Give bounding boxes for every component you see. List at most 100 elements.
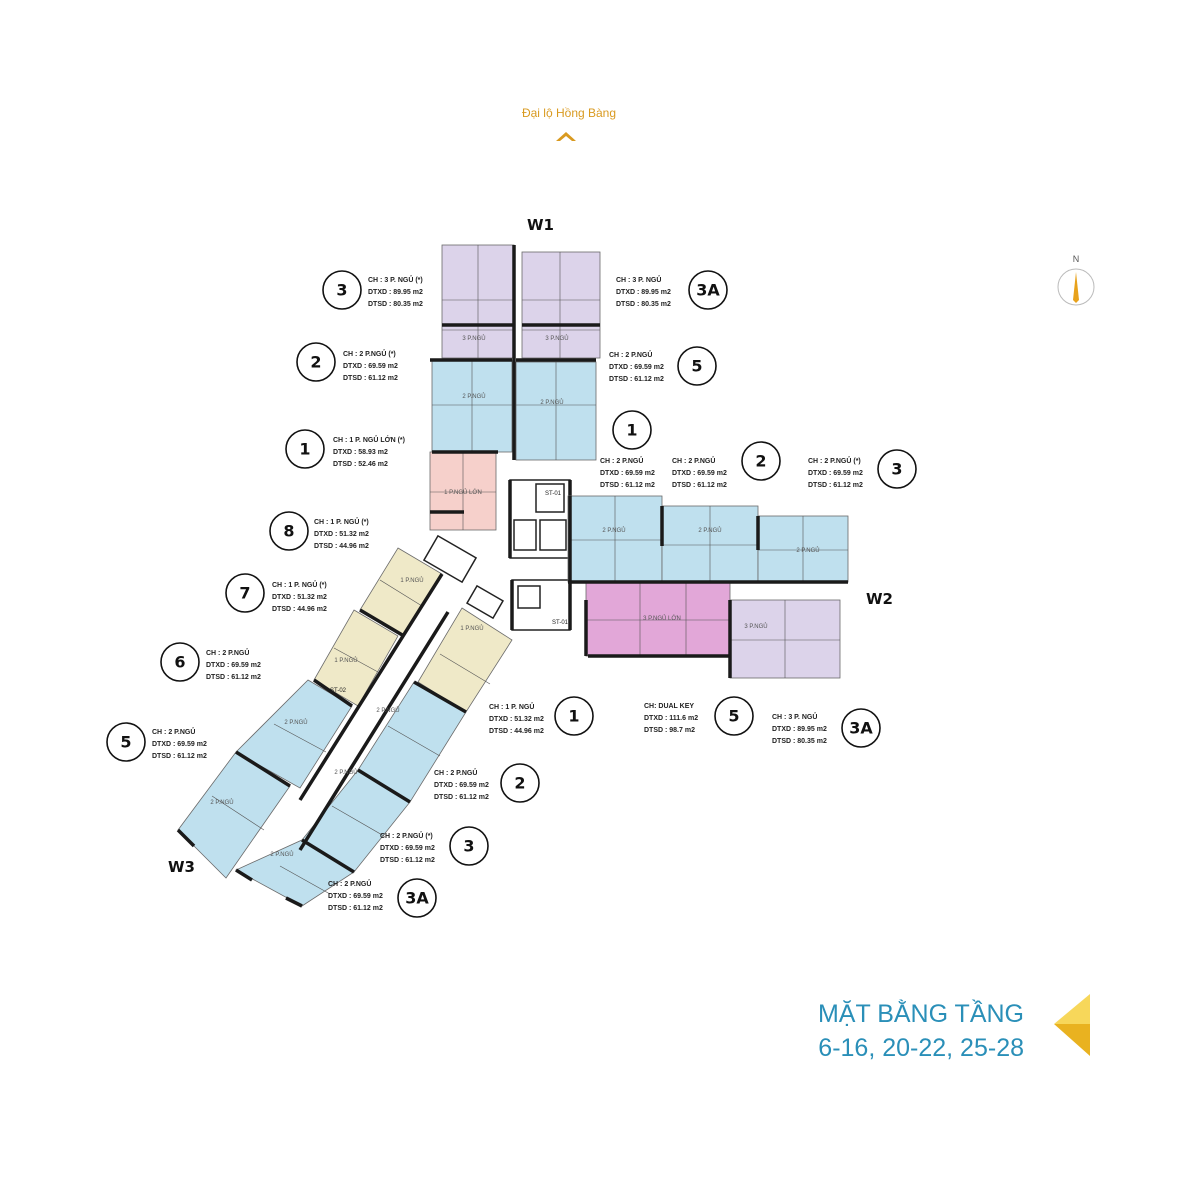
unit-dtsd: DTSD : 61.12 m2: [600, 482, 655, 489]
unit-dtxd: DTXD : 51.32 m2: [272, 594, 327, 601]
unit-number: 3A: [849, 719, 873, 738]
w2-unit-2-room: 2 P.NGỦ: [698, 527, 721, 534]
w3-unit-3a-room: 2 P.NGỦ: [270, 851, 293, 858]
w3-unit-6-room: 2 P.NGỦ: [284, 719, 307, 726]
label-w2-unit-3: 3 CH : 2 P.NGỦ (*) DTXD : 69.59 m2 DTSD …: [808, 449, 917, 489]
label-w3-unit-6: 6 CH : 2 P.NGỦ DTXD : 69.59 m2 DTSD : 61…: [160, 642, 261, 682]
unit-number: 3: [891, 460, 902, 479]
label-w3-unit-3: 3 CH : 2 P.NGỦ (*) DTXD : 69.59 m2 DTSD …: [380, 826, 489, 866]
label-w2-unit-1: 1 CH : 2 P.NGỦ DTXD : 69.59 m2 DTSD : 61…: [600, 410, 655, 489]
unit-dtsd: DTSD : 52.46 m2: [333, 461, 388, 468]
w2-unit-3-room: 2 P.NGỦ: [796, 547, 819, 554]
label-w3-unit-1: 1 CH : 1 P. NGỦ DTXD : 51.32 m2 DTSD : 4…: [489, 696, 594, 736]
unit-dtsd: DTSD : 44.96 m2: [314, 543, 369, 550]
unit-dtsd: DTSD : 61.12 m2: [808, 482, 863, 489]
unit-dtxd: DTXD : 89.95 m2: [772, 726, 827, 733]
unit-type: CH : 3 P. NGỦ: [616, 275, 661, 284]
unit-number: 1: [299, 440, 310, 459]
unit-number: 8: [283, 522, 294, 541]
unit-type: CH : 2 P.NGỦ: [672, 456, 715, 465]
unit-number-badge: [500, 763, 540, 803]
unit-dtxd: DTXD : 58.93 m2: [333, 449, 388, 456]
yellow-triangle-icon: [1054, 994, 1090, 1056]
w1-unit-2-room: 2 P.NGỦ: [462, 393, 485, 400]
unit-number: 2: [310, 353, 321, 372]
unit-dtxd: DTXD : 69.59 m2: [434, 782, 489, 789]
unit-number: 2: [514, 774, 525, 793]
unit-dtsd: DTSD : 61.12 m2: [328, 905, 383, 912]
unit-number: 3: [336, 281, 347, 300]
unit-number: 1: [568, 707, 579, 726]
unit-dtxd: DTXD : 69.59 m2: [206, 662, 261, 669]
unit-dtsd: DTSD : 61.12 m2: [206, 674, 261, 681]
unit-dtxd: DTXD : 51.32 m2: [314, 531, 369, 538]
w2-unit-1-room: 2 P.NGỦ: [602, 527, 625, 534]
unit-dtsd: DTSD : 98.7 m2: [644, 727, 695, 734]
unit-dtsd: DTSD : 61.12 m2: [343, 375, 398, 382]
unit-number: 7: [239, 584, 250, 603]
w2-unit-5-room: 3 P.NGỦ LỚN: [643, 615, 681, 622]
wing-w2: 2 P.NGỦ 2 P.NGỦ 2 P.NGỦ 3 P.NGỦ LỚN 3 P.…: [567, 495, 849, 679]
unit-type: CH : 1 P. NGỦ LỚN (*): [333, 435, 405, 444]
wing-label-w2: W2: [866, 590, 893, 608]
label-w3-unit-3a: 3A CH : 2 P.NGỦ DTXD : 69.59 m2 DTSD : 6…: [328, 878, 437, 918]
label-w1-unit-5: 5 CH : 2 P.NGỦ DTXD : 69.59 m2 DTSD : 61…: [609, 346, 717, 386]
wing-w3: ST-02 1 P.NGỦ 1 P.NGỦ 2 P.NGỦ 2 P.NGỦ 1 …: [176, 534, 513, 908]
plan-title-line1: MẶT BẰNG TẦNG: [818, 999, 1024, 1028]
label-w1-unit-2: 2 CH : 2 P.NGỦ (*) DTXD : 69.59 m2 DTSD …: [296, 342, 398, 382]
label-w3-unit-2: 2 CH : 2 P.NGỦ DTXD : 69.59 m2 DTSD : 61…: [434, 763, 540, 803]
w1-unit-3a[interactable]: [521, 251, 601, 359]
w3-unit-1-room: 1 P.NGỦ: [460, 625, 483, 632]
unit-dtsd: DTSD : 61.12 m2: [609, 376, 664, 383]
wing-label-w1: W1: [527, 216, 554, 234]
unit-number-badge: [269, 511, 309, 551]
stair-label-st03: ST-01: [552, 620, 569, 626]
unit-dtxd: DTXD : 69.59 m2: [343, 363, 398, 370]
unit-type: CH : 2 P.NGỦ: [434, 768, 477, 777]
unit-dtxd: DTXD : 69.59 m2: [600, 470, 655, 477]
unit-number-badge: [877, 449, 917, 489]
label-w3-unit-7: 7 CH : 1 P. NGỦ (*) DTXD : 51.32 m2 DTSD…: [225, 573, 327, 613]
unit-dtxd: DTXD : 111.6 m2: [644, 715, 698, 722]
unit-dtsd: DTSD : 80.35 m2: [772, 738, 827, 745]
unit-number-badge: [714, 696, 754, 736]
unit-number: 1: [626, 421, 637, 440]
w2-unit-3a-room: 3 P.NGỦ: [744, 623, 767, 630]
north-road-arrow-icon: [556, 132, 576, 141]
stair-label-st02: ST-02: [330, 688, 347, 694]
unit-dtxd: DTXD : 69.59 m2: [152, 741, 207, 748]
label-w2-unit-3a: 3A CH : 3 P. NGỦ DTXD : 89.95 m2 DTSD : …: [772, 708, 881, 748]
unit-number-badge: [296, 342, 336, 382]
unit-number: 5: [728, 707, 739, 726]
unit-type: CH : 2 P.NGỦ: [609, 350, 652, 359]
unit-number-badge: [225, 573, 265, 613]
unit-dtsd: DTSD : 44.96 m2: [489, 728, 544, 735]
unit-type: CH: DUAL KEY: [644, 703, 694, 710]
unit-number-badge: [285, 429, 325, 469]
compass-north-label: N: [1073, 254, 1080, 264]
label-w3-unit-5: 5 CH : 2 P.NGỦ DTXD : 69.59 m2 DTSD : 61…: [106, 722, 207, 762]
unit-dtxd: DTXD : 69.59 m2: [328, 893, 383, 900]
unit-dtsd: DTSD : 61.12 m2: [434, 794, 489, 801]
label-w1-unit-3: 3 CH : 3 P. NGỦ (*) DTXD : 89.95 m2 DTSD…: [322, 270, 423, 310]
unit-number-badge: [397, 878, 437, 918]
unit-number: 3: [463, 837, 474, 856]
wing-label-w3: W3: [168, 858, 195, 876]
wing-w1: 3 P.NGỦ 3 P.NGỦ 2 P.NGỦ 2 P.NGỦ 1 P.NGỦ …: [429, 244, 601, 531]
unit-number-badge: [554, 696, 594, 736]
unit-dtsd: DTSD : 44.96 m2: [272, 606, 327, 613]
unit-type: CH : 2 P.NGỦ (*): [343, 349, 396, 358]
unit-type: CH : 2 P.NGỦ: [600, 456, 643, 465]
unit-dtsd: DTSD : 61.12 m2: [380, 857, 435, 864]
unit-number-badge: [841, 708, 881, 748]
unit-number-badge: [688, 270, 728, 310]
unit-number: 5: [691, 357, 702, 376]
unit-type: CH : 1 P. NGỦ (*): [272, 580, 327, 589]
w3-unit-5-room: 2 P.NGỦ: [210, 799, 233, 806]
unit-dtsd: DTSD : 80.35 m2: [368, 301, 423, 308]
w3-unit-2-room: 2 P.NGỦ: [376, 707, 399, 714]
unit-number: 6: [174, 653, 185, 672]
unit-number: 3A: [696, 281, 720, 300]
unit-dtxd: DTXD : 69.59 m2: [672, 470, 727, 477]
